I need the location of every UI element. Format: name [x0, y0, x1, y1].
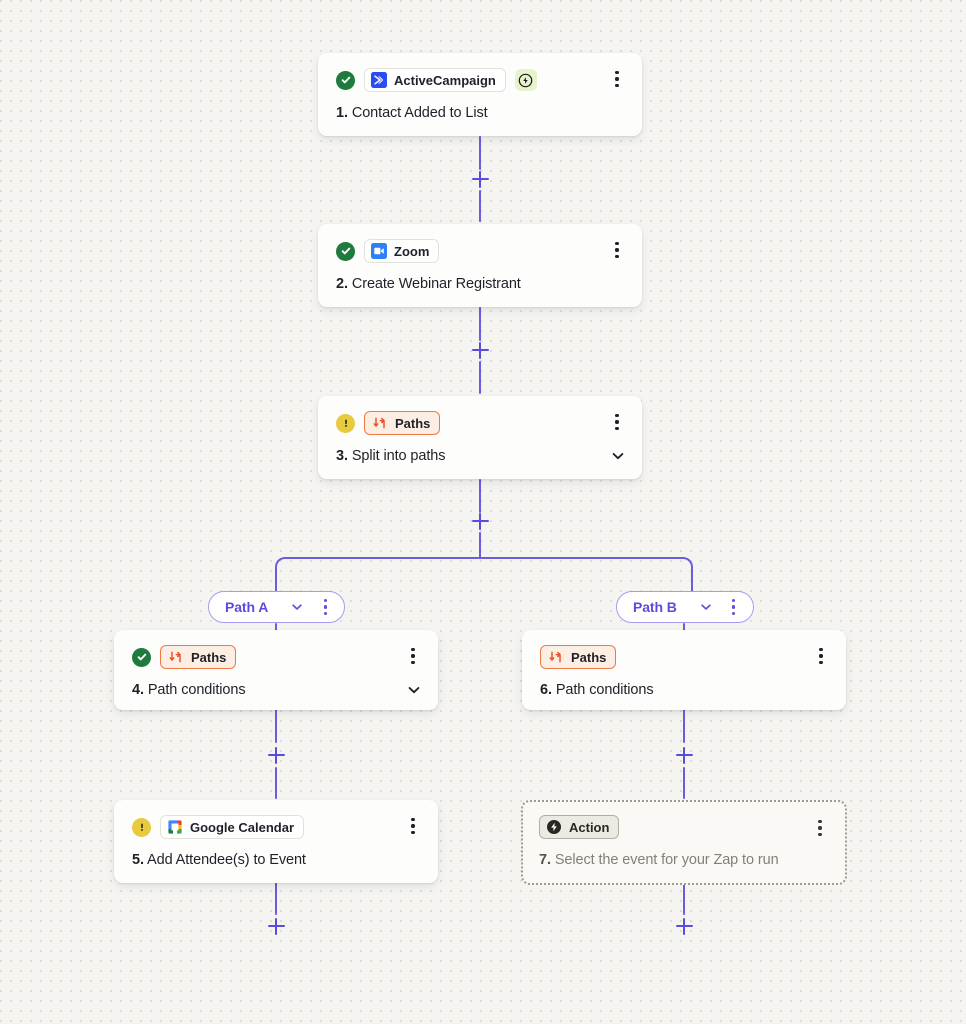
step-6-header: Paths [540, 644, 830, 670]
connector-3-branch-upper [479, 479, 481, 513]
connector-6-7-lower [683, 767, 685, 799]
step-card-5[interactable]: Google Calendar 5. Add Attendee(s) to Ev… [114, 800, 438, 883]
step-5-title: 5. Add Attendee(s) to Event [132, 852, 306, 868]
step-6-footer: 6. Path conditions [540, 682, 830, 698]
step-7-menu-button[interactable] [811, 818, 829, 838]
path-b-chevron-down-icon[interactable] [699, 600, 713, 614]
step-1-menu-button[interactable] [608, 69, 626, 89]
add-step-after-4[interactable] [265, 744, 287, 766]
step-3-footer: 3. Split into paths [336, 448, 626, 464]
step-7-title: 7. Select the event for your Zap to run [539, 852, 779, 868]
app-chip-label: Google Calendar [190, 819, 295, 835]
connector-pathb-pill-card [683, 623, 685, 631]
step-3-menu-button[interactable] [608, 412, 626, 432]
app-chip-paths[interactable]: Paths [540, 645, 617, 669]
step-1-footer: 1. Contact Added to List [336, 105, 626, 121]
step-2-header: Zoom [336, 238, 626, 264]
trigger-bolt-icon [514, 69, 537, 91]
branch-split-connector [275, 557, 693, 597]
step-card-1[interactable]: ActiveCampaign 1. Contact Added to List [318, 53, 642, 136]
path-a-label: Path A [225, 599, 269, 615]
app-chip-label: Paths [395, 415, 431, 431]
step-card-2[interactable]: Zoom 2. Create Webinar Registrant [318, 224, 642, 307]
connector-patha-pill-card [275, 623, 277, 631]
add-step-after-5[interactable] [265, 915, 287, 937]
step-5-header: Google Calendar [132, 814, 422, 840]
connector-3-branch-lower [479, 532, 481, 559]
app-chip-action[interactable]: Action [539, 815, 620, 839]
step-card-6[interactable]: Paths 6. Path conditions [522, 630, 846, 710]
connector-2-3-lower [479, 361, 481, 394]
step-4-menu-button[interactable] [404, 646, 422, 666]
connector-1-2-upper [479, 136, 481, 170]
add-step-after-7[interactable] [673, 915, 695, 937]
step-5-menu-button[interactable] [404, 816, 422, 836]
activecampaign-icon [371, 72, 387, 88]
connector-6-7-upper [683, 709, 685, 743]
step-card-3[interactable]: Paths 3. Split into paths [318, 396, 642, 479]
add-step-after-3[interactable] [469, 510, 491, 532]
connector-4-5-upper [275, 709, 277, 743]
step-2-footer: 2. Create Webinar Registrant [336, 276, 626, 292]
path-b-menu-button[interactable] [727, 598, 741, 616]
app-chip-label: ActiveCampaign [394, 72, 496, 88]
step-2-title: 2. Create Webinar Registrant [336, 276, 521, 292]
step-4-title: 4. Path conditions [132, 682, 246, 698]
step-6-menu-button[interactable] [812, 646, 830, 666]
app-chip-activecampaign[interactable]: ActiveCampaign [364, 68, 506, 92]
app-chip-label: Action [569, 819, 610, 835]
step-3-header: Paths [336, 410, 626, 436]
status-warning-icon [132, 817, 151, 837]
connector-1-2-lower [479, 190, 481, 222]
status-success-icon [132, 647, 151, 667]
connector-after-5 [275, 881, 277, 915]
add-step-after-1[interactable] [469, 168, 491, 190]
google-calendar-icon [167, 819, 183, 835]
step-4-footer: 4. Path conditions [132, 682, 422, 698]
step-5-footer: 5. Add Attendee(s) to Event [132, 852, 422, 868]
status-success-icon [336, 241, 355, 261]
path-b-label: Path B [633, 599, 677, 615]
path-a-menu-button[interactable] [318, 598, 332, 616]
path-pill-b[interactable]: Path B [616, 591, 754, 623]
app-chip-paths[interactable]: Paths [160, 645, 237, 669]
action-bolt-icon [546, 819, 562, 835]
app-chip-label: Zoom [394, 243, 430, 259]
step-1-title: 1. Contact Added to List [336, 105, 488, 121]
app-chip-paths[interactable]: Paths [364, 411, 441, 435]
step-3-expand-chevron-down-icon[interactable] [610, 448, 626, 464]
step-4-header: Paths [132, 644, 422, 670]
step-card-7[interactable]: Action 7. Select the event for your Zap … [521, 800, 847, 885]
path-pill-a[interactable]: Path A [208, 591, 346, 623]
step-7-footer: 7. Select the event for your Zap to run [539, 852, 831, 868]
paths-icon [168, 649, 184, 665]
connector-4-5-lower [275, 767, 277, 799]
step-4-expand-chevron-down-icon[interactable] [406, 682, 422, 698]
connector-2-3-upper [479, 307, 481, 341]
app-chip-label: Paths [191, 649, 227, 665]
app-chip-zoom[interactable]: Zoom [364, 239, 440, 263]
path-a-chevron-down-icon[interactable] [290, 600, 304, 614]
status-success-icon [336, 70, 355, 90]
add-step-after-6[interactable] [673, 744, 695, 766]
connector-after-7 [683, 883, 685, 915]
add-step-after-2[interactable] [469, 339, 491, 361]
status-warning-icon [336, 413, 355, 433]
paths-icon [372, 415, 388, 431]
zoom-icon [371, 243, 387, 259]
app-chip-label: Paths [571, 649, 607, 665]
step-6-title: 6. Path conditions [540, 682, 654, 698]
step-card-4[interactable]: Paths 4. Path conditions [114, 630, 438, 710]
step-2-menu-button[interactable] [608, 240, 626, 260]
app-chip-google-calendar[interactable]: Google Calendar [160, 815, 305, 839]
step-3-title: 3. Split into paths [336, 448, 446, 464]
paths-icon [548, 649, 564, 665]
step-7-header: Action [539, 814, 831, 840]
step-1-header: ActiveCampaign [336, 67, 626, 93]
